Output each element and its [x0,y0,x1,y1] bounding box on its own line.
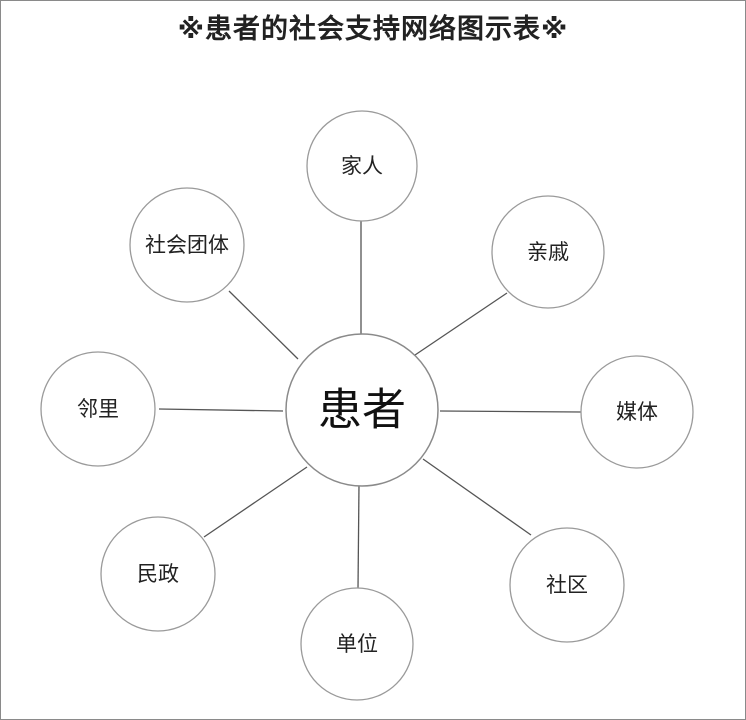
node-community: 社区 [509,527,625,643]
node-workplace: 单位 [300,587,414,701]
node-social-groups: 社会团体 [129,187,245,303]
node-family: 家人 [306,110,418,222]
node-family-label: 家人 [341,154,383,178]
center-node-circle [285,333,439,487]
edge-workplace [357,483,360,590]
node-neighbors-circle [40,351,156,467]
node-social-groups-circle [129,187,245,303]
node-community-label: 社区 [546,573,588,597]
node-community-circle [509,527,625,643]
edge-community [422,458,532,536]
node-workplace-label: 单位 [336,632,378,656]
node-civil-affairs-circle [100,516,216,632]
edge-neighbors [158,408,284,412]
node-media: 媒体 [580,355,694,469]
node-media-circle [580,355,694,469]
center-node-label: 患者 [318,385,406,436]
edge-social-groups [228,290,299,360]
node-neighbors: 邻里 [40,351,156,467]
diagram-title: ※患者的社会支持网络图示表※ [177,14,569,45]
edge-media [439,410,582,413]
edge-relatives [414,292,508,356]
node-family-circle [306,110,418,222]
node-neighbors-label: 邻里 [77,397,119,421]
center-node: 患者 [285,333,439,487]
node-relatives-circle [491,195,605,309]
edge-civil-affairs [203,466,308,538]
node-relatives: 亲戚 [491,195,605,309]
node-relatives-label: 亲戚 [527,240,569,264]
node-civil-affairs: 民政 [100,516,216,632]
node-civil-affairs-label: 民政 [137,562,179,586]
node-workplace-circle [300,587,414,701]
node-social-groups-label: 社会团体 [145,233,229,257]
node-media-label: 媒体 [616,400,658,424]
